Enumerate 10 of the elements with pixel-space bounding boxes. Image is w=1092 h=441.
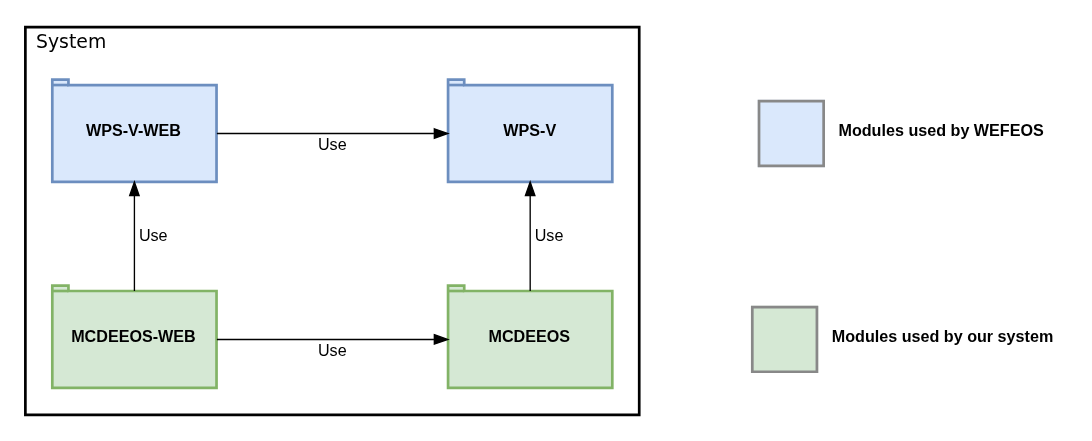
arrow xyxy=(216,333,450,345)
arrow xyxy=(216,127,450,139)
arrow xyxy=(524,179,536,292)
arrow xyxy=(128,179,141,292)
legend-label: Modules used by WEFEOS xyxy=(838,120,1044,139)
edge-label: Use xyxy=(138,225,168,244)
edge-label: Use xyxy=(317,134,347,153)
edge-label: Use xyxy=(317,340,347,359)
legend-label: Modules used by our system xyxy=(831,326,1054,345)
edge-label: Use xyxy=(534,225,564,244)
